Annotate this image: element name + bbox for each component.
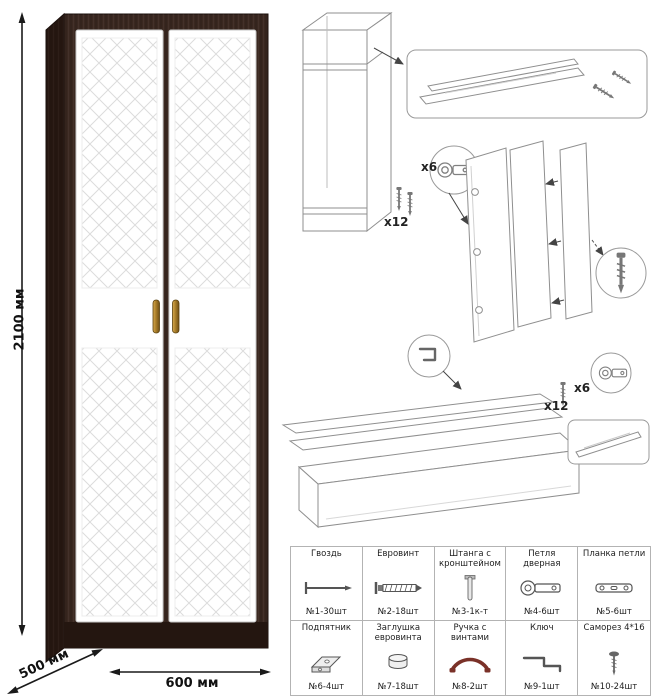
quilted-panel (81, 347, 158, 617)
part-name: Петля дверная (523, 549, 561, 569)
parts-table-cell: Евровинт №2-18шт (362, 547, 435, 621)
screw-cap-icon (368, 649, 428, 676)
parts-table-cell: Ручка с винтами №8-2шт (435, 621, 507, 695)
parts-table-cell: Петля дверная №4-6шт (506, 547, 579, 621)
rod-bracket-icon (440, 575, 500, 602)
screw-detail-circle (591, 239, 647, 299)
depth-dimension-arrow (7, 649, 103, 694)
width-dimension-label: 600 мм (165, 676, 219, 691)
right-door-handle (172, 299, 180, 334)
height-dimension-label: 2100 мм (12, 288, 28, 351)
wardrobe-right-door (168, 29, 257, 623)
part-name: Заглушка евровинта (374, 623, 422, 643)
part-name: Подпятник (301, 623, 352, 633)
left-door-handle (152, 299, 160, 334)
parts-table-cell: Заглушка евровинта №7-18шт (363, 621, 435, 695)
foot-pad-icon (296, 649, 356, 676)
part-qty: №10-24шт (590, 682, 638, 692)
nail-icon (296, 575, 356, 602)
part-qty: №1-30шт (305, 607, 347, 617)
part-name: Евровинт (377, 549, 420, 559)
hinge-detail-circle-top (429, 145, 479, 225)
part-qty: №7-18шт (377, 682, 419, 692)
parts-table-cell: Ключ №9-1шт (506, 621, 579, 695)
parts-table-cell: Гвоздь №1-30шт (291, 547, 363, 621)
door-hinge-icon (512, 575, 572, 602)
quilted-panel (174, 347, 251, 617)
leader-arrow (373, 47, 404, 65)
key-detail-circle (407, 334, 462, 390)
assembly-diagrams (281, 12, 650, 529)
part-name: Саморез 4*16 (583, 623, 645, 633)
wardrobe-plinth (64, 622, 268, 648)
parts-table-cell: Подпятник №6-4шт (291, 621, 363, 695)
side-panels-diagram (465, 140, 552, 343)
parts-table-cell: Саморез 4*16 №10-24шт (578, 621, 650, 695)
plate-detail-box (567, 419, 650, 465)
screw-quantity-label-top: x12 (384, 215, 409, 229)
quilted-panel (174, 37, 251, 289)
part-qty: №8-2шт (452, 682, 488, 692)
parts-table-cell: Планка петли №5-6шт (578, 547, 650, 621)
self-tapping-screw-icon (584, 649, 644, 676)
hinge-plate-icon (584, 575, 644, 602)
hinge-quantity-label-top: x6 (421, 160, 438, 174)
rail-detail-box (406, 49, 648, 119)
wardrobe-illustration (45, 12, 269, 664)
part-name: Ключ (529, 623, 554, 633)
part-name: Ручка с винтами (450, 623, 490, 643)
part-qty: №5-6шт (596, 607, 632, 617)
quilted-panel (81, 37, 158, 289)
handle-icon (440, 649, 500, 676)
door-panel-diagram (545, 142, 593, 320)
part-name: Гвоздь (310, 549, 342, 559)
hinge-detail-circle-bottom (590, 352, 632, 394)
euroscrew-icon (368, 575, 428, 602)
part-name: Штанга с кронштейном (439, 549, 501, 569)
width-dimension-arrow (109, 668, 271, 676)
base-assembly-diagram (281, 393, 581, 529)
hinge-quantity-label-bottom: x6 (574, 381, 591, 395)
part-qty: №9-1шт (524, 682, 560, 692)
parts-table-cell: Штанга с кронштейном №3-1к-т (434, 547, 507, 621)
parts-table: Гвоздь №1-30шт Евровинт (290, 546, 651, 696)
part-qty: №4-6шт (524, 607, 560, 617)
part-qty: №6-4шт (308, 682, 345, 692)
key-icon (512, 649, 572, 676)
wardrobe-left-door (75, 29, 164, 623)
height-dimension-arrow (18, 12, 26, 636)
part-qty: №2-18шт (377, 607, 419, 617)
part-name: Планка петли (582, 549, 646, 559)
screw-quantity-label-bottom: x12 (544, 399, 569, 413)
part-qty: №3-1к-т (452, 607, 488, 617)
carcass-diagram (301, 12, 393, 233)
screws-x12-top (395, 186, 414, 217)
